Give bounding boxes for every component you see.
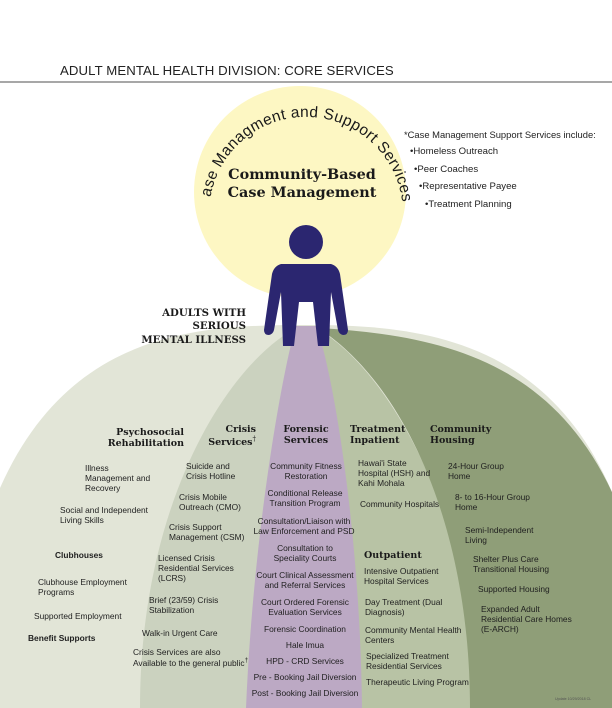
page-title: ADULT MENTAL HEALTH DIVISION: CORE SERVI…	[60, 63, 394, 78]
crisis-item: Brief (23/59) Crisis Stabilization	[149, 595, 219, 616]
forensic-title: Forensic Services	[264, 424, 348, 447]
dome-band-forensic	[246, 326, 362, 708]
forensic-item: Hale Imua	[285, 640, 325, 650]
crisis-item: Crisis Mobile Outreach (CMO)	[179, 492, 241, 513]
crisis-title-dagger: †	[252, 435, 257, 444]
outpatient-item: Community Mental Health Centers	[365, 625, 462, 646]
inpatient-item: Hawai'i State Hospital (HSH) and Kahi Mo…	[358, 458, 431, 489]
forensic-item: Forensic Coordination	[264, 624, 346, 634]
crisis-title: Crisis Services†	[190, 424, 256, 449]
crisis-title-line1: Crisis	[225, 424, 256, 435]
crisis-note-text: Crisis Services are also Available to th…	[133, 647, 245, 668]
outpatient-item: Therapeutic Living Program	[366, 677, 469, 687]
psychosocial-item: Benefit Supports	[28, 633, 96, 643]
support-item: •Representative Payee	[419, 181, 517, 192]
forensic-item: Post - Booking Jail Diversion	[251, 688, 359, 698]
outpatient-item: Intensive Outpatient Hospital Services	[364, 566, 439, 587]
support-note-heading: *Case Management Support Services includ…	[404, 129, 596, 140]
forensic-title-line1: Forensic	[283, 424, 329, 435]
psychosocial-title-line2: Rehabilitation	[107, 438, 184, 450]
sun-circle	[194, 86, 406, 298]
housing-title-line1: Community	[430, 424, 492, 435]
treatment-title: Treatment Inpatient	[350, 424, 420, 447]
psychosocial-item: Illness Management and Recovery	[85, 463, 151, 494]
crisis-item: Suicide and Crisis Hotline	[186, 461, 236, 482]
housing-title-line2: Housing	[430, 435, 475, 447]
sun-title: Community-Based Case Management	[222, 166, 382, 202]
forensic-item: Conditional Release Transition Program	[267, 488, 343, 509]
psychosocial-title: Psychosocial Rehabilitation	[104, 427, 184, 450]
forensic-item: Court Ordered Forensic Evaluation Servic…	[261, 597, 349, 618]
psychosocial-item: Supported Employment	[34, 611, 122, 621]
crisis-item: Walk-in Urgent Care	[142, 628, 218, 638]
treatment-title-line2: Inpatient	[350, 435, 400, 447]
housing-item: Shelter Plus Care Transitional Housing	[473, 554, 550, 575]
person-icon	[264, 225, 348, 346]
psychosocial-item: Clubhouses	[55, 550, 103, 560]
outpatient-item: Specialized Treatment Residential Servic…	[366, 651, 449, 672]
housing-item: 24-Hour Group Home	[448, 461, 504, 482]
psychosocial-item: Clubhouse Employment Programs	[38, 577, 127, 598]
housing-item: Semi-Independent Living	[465, 525, 534, 546]
adults-label: ADULTS WITH SERIOUS MENTAL ILLNESS	[110, 307, 246, 347]
crisis-item: Licensed Crisis Residential Services (LC…	[158, 553, 234, 584]
dome	[0, 325, 612, 708]
adults-label-line1: ADULTS WITH SERIOUS	[162, 307, 246, 333]
forensic-item: Pre - Booking Jail Diversion	[253, 672, 357, 682]
crisis-note: Crisis Services are also Available to th…	[133, 647, 251, 668]
crisis-note-dagger: †	[244, 657, 249, 665]
forensic-item: Community Fitness Restoration	[270, 461, 342, 482]
adults-label-line2: MENTAL ILLNESS	[141, 333, 246, 346]
update-stamp: Update 10/29/2018 CL	[555, 697, 592, 701]
housing-item: Expanded Adult Residential Care Homes (E…	[481, 604, 572, 635]
forensic-item: HPD - CRD Services	[266, 656, 344, 666]
forensic-item: Court Clinical Assessment and Referral S…	[256, 570, 354, 591]
housing-title: Community Housing	[430, 424, 510, 447]
forensic-item: Consultation to Speciality Courts	[273, 543, 337, 564]
treatment-title-line1: Treatment	[350, 424, 406, 435]
support-item: •Homeless Outreach	[410, 146, 499, 157]
crisis-title-line2: Services	[208, 437, 253, 449]
inpatient-item: Community Hospitals	[360, 499, 440, 509]
forensic-item: Consultation/Liaison with Law Enforcemen…	[253, 516, 355, 537]
sun-title-line1: Community-Based	[228, 166, 376, 183]
support-item: •Peer Coaches	[414, 164, 479, 175]
psychosocial-title-line1: Psychosocial	[116, 427, 184, 438]
sun-title-line2: Case Management	[227, 184, 377, 201]
crisis-item: Crisis Support Management (CSM)	[169, 522, 245, 543]
forensic-title-line2: Services	[283, 435, 329, 447]
psychosocial-item: Social and Independent Living Skills	[60, 505, 149, 526]
outpatient-title: Outpatient	[364, 550, 422, 561]
housing-item: Supported Housing	[478, 584, 550, 594]
dome-band-housing	[318, 328, 612, 708]
housing-item: 8- to 16-Hour Group Home	[455, 492, 530, 513]
outpatient-item: Day Treatment (Dual Diagnosis)	[365, 597, 443, 618]
support-item: •Treatment Planning	[425, 199, 512, 210]
